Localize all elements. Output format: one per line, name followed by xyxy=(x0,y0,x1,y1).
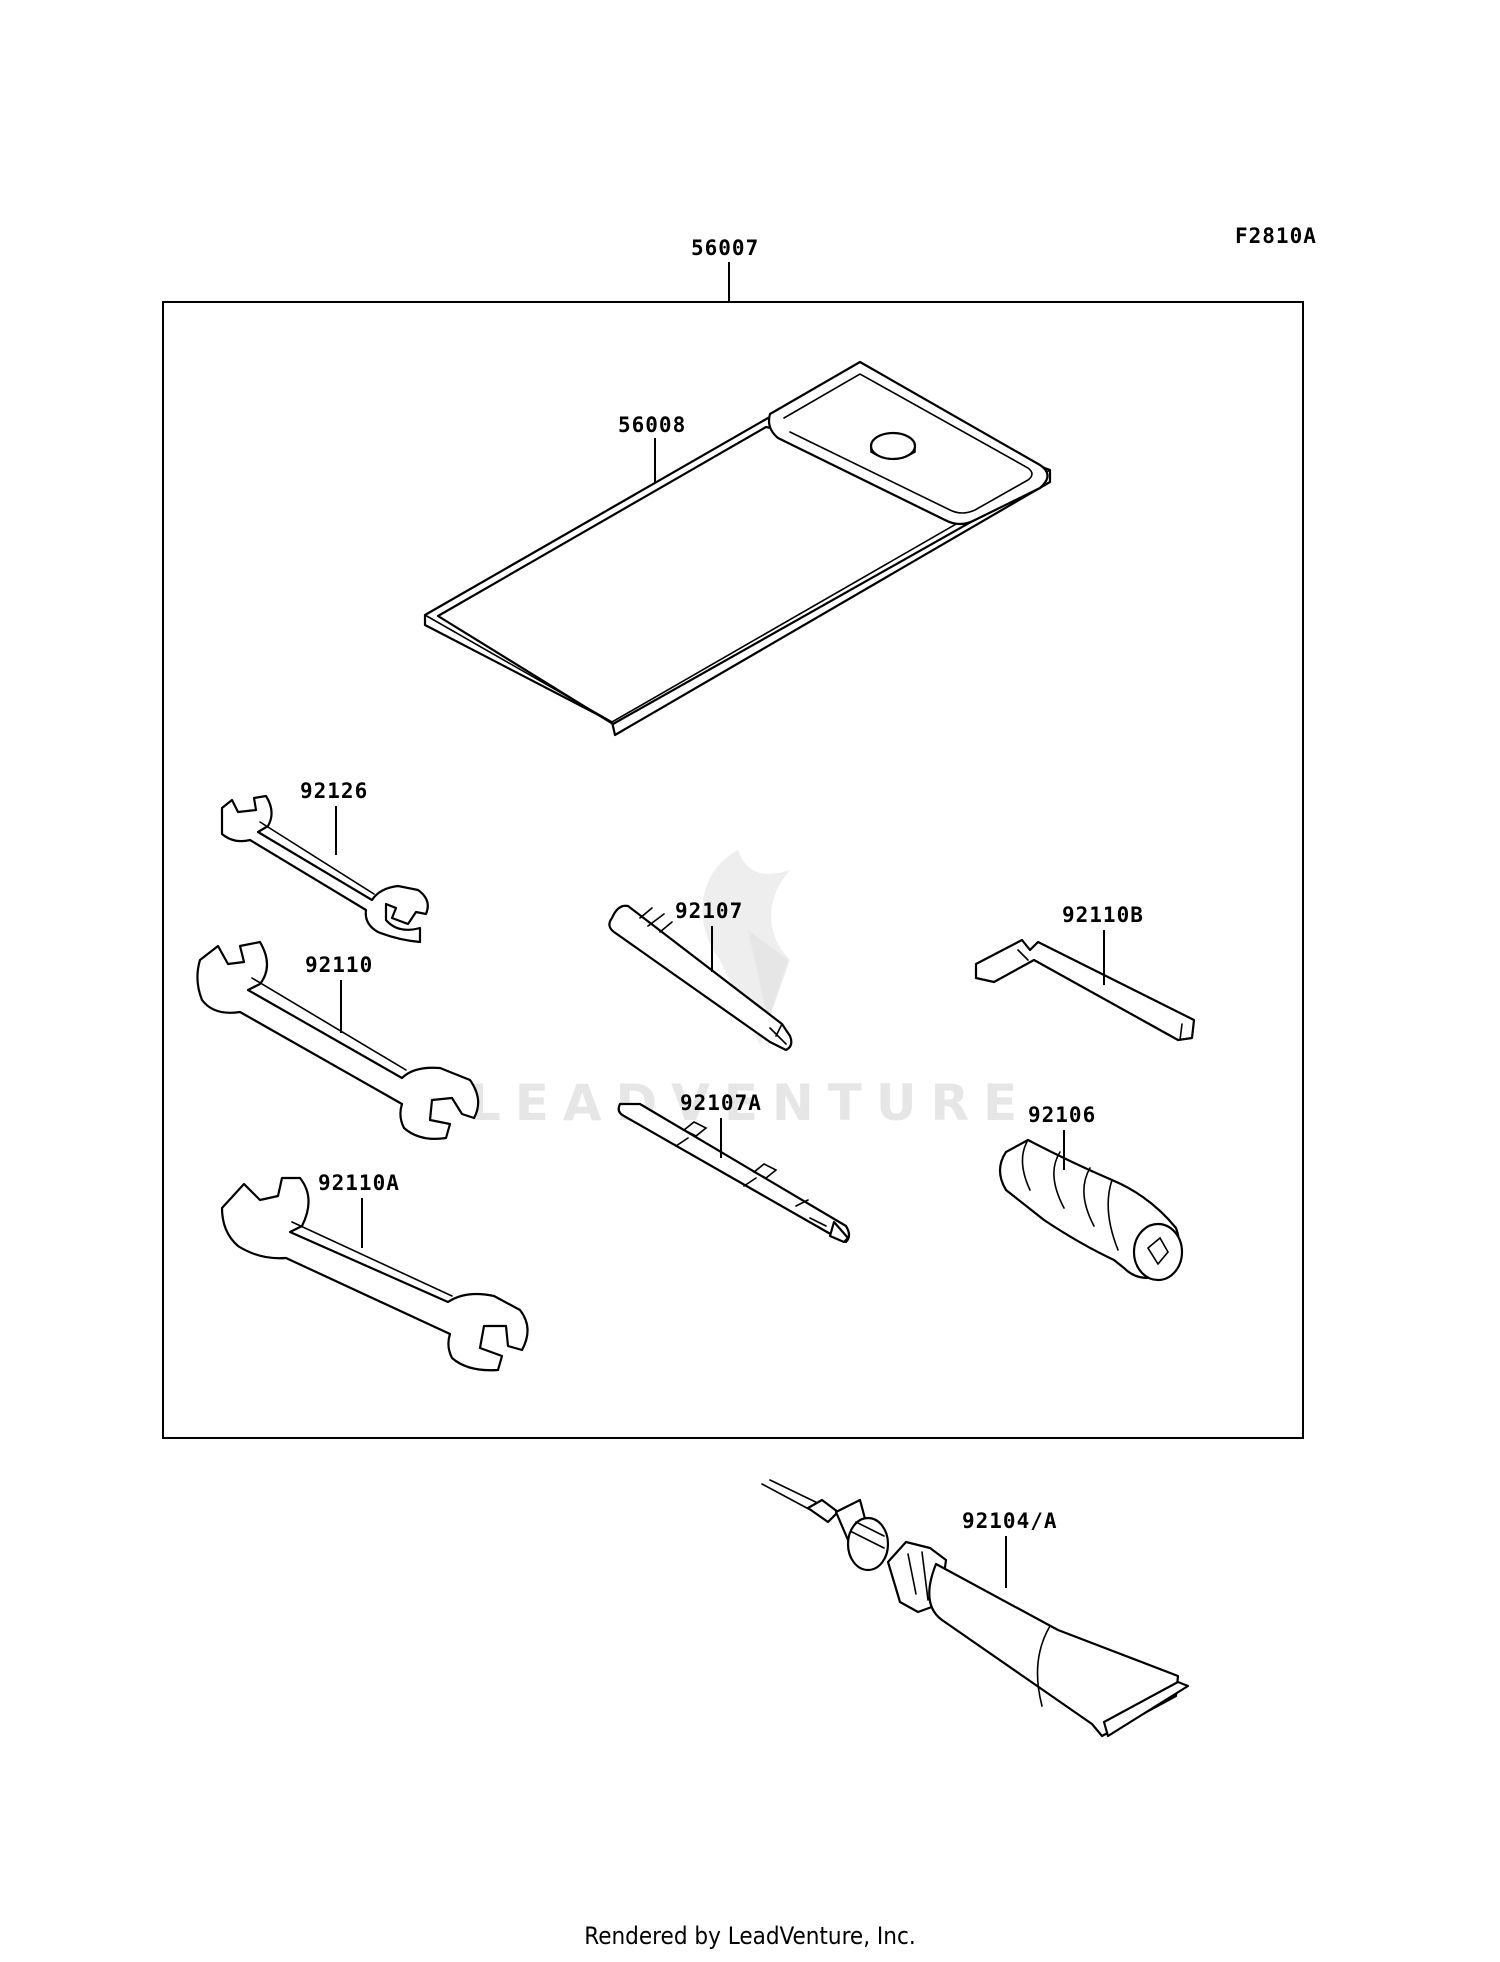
grease-tube[interactable]: 92104/A xyxy=(761,1479,1190,1738)
wrench-medium[interactable]: 92110 xyxy=(196,940,480,1140)
watermark-text: LEADVENTURE xyxy=(469,1074,1031,1132)
kit-frame: 56007 xyxy=(162,236,1304,1439)
part-label-92110A[interactable]: 92110A xyxy=(318,1171,400,1195)
footer-credit: Rendered by LeadVenture, Inc. xyxy=(584,1922,916,1950)
hex-wrench[interactable]: 92110B xyxy=(974,903,1196,1042)
part-label-92107A[interactable]: 92107A xyxy=(680,1091,762,1115)
leadventure-watermark: LEADVENTURE xyxy=(469,850,1031,1132)
part-label-92110B[interactable]: 92110B xyxy=(1062,903,1144,927)
part-label-92107[interactable]: 92107 xyxy=(675,899,743,923)
part-label-92104A[interactable]: 92104/A xyxy=(962,1509,1058,1533)
part-label-92106[interactable]: 92106 xyxy=(1028,1103,1096,1127)
tool-case[interactable]: 56008 xyxy=(423,360,1052,737)
diagram-code: F2810A xyxy=(1235,224,1317,248)
screwdriver[interactable]: 92107 xyxy=(608,899,793,1052)
part-label-56008[interactable]: 56008 xyxy=(618,413,686,437)
part-label-56007[interactable]: 56007 xyxy=(691,236,759,260)
part-label-92126[interactable]: 92126 xyxy=(300,779,368,803)
handle[interactable]: 92106 xyxy=(998,1103,1184,1282)
screwdriver-bit[interactable]: 92107A xyxy=(617,1091,851,1244)
part-label-92110[interactable]: 92110 xyxy=(305,953,373,977)
wrench-large[interactable]: 92110A xyxy=(220,1171,529,1372)
wrench-small[interactable]: 92126 xyxy=(220,779,429,944)
